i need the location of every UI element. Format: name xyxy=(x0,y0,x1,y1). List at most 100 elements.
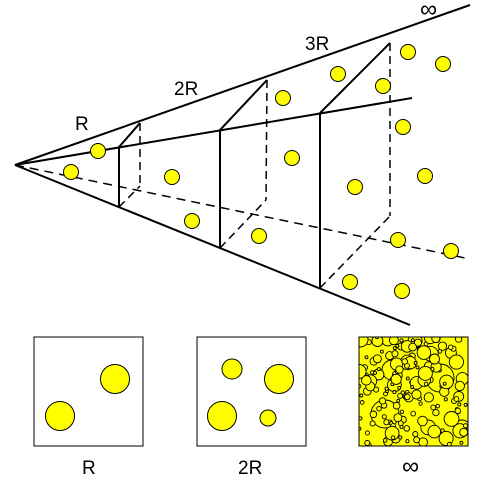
star-icon xyxy=(413,361,418,365)
panel-label-2r: 2R xyxy=(238,458,262,479)
section-3r xyxy=(319,42,391,289)
star-icon xyxy=(443,397,448,402)
star-icon xyxy=(100,364,130,394)
star-icon xyxy=(392,390,397,395)
star-icon xyxy=(397,385,402,390)
star-icon xyxy=(376,367,381,372)
star-icon xyxy=(264,364,294,394)
star-icon xyxy=(275,90,291,106)
star-icon xyxy=(63,164,79,180)
star-icon xyxy=(330,66,346,82)
cone-label-r: R xyxy=(75,114,89,135)
star-icon xyxy=(376,405,382,412)
star-icon xyxy=(383,419,390,426)
star-icon xyxy=(393,413,403,423)
star-icon xyxy=(443,411,460,427)
star-icon xyxy=(454,380,465,392)
panel-r xyxy=(33,336,144,447)
star-icon xyxy=(364,430,370,436)
star-icon xyxy=(45,401,75,431)
cone-edge-hidden xyxy=(14,164,466,259)
star-icon xyxy=(417,365,433,381)
star-icon xyxy=(284,150,300,166)
star-icon xyxy=(369,420,376,427)
star-icon xyxy=(392,346,397,351)
star-icon xyxy=(462,423,468,429)
star-icon xyxy=(463,402,468,407)
star-icon xyxy=(369,410,378,419)
star-icon xyxy=(443,243,459,259)
star-icon xyxy=(447,344,454,350)
star-icon xyxy=(413,338,422,347)
star-icon xyxy=(371,337,384,348)
star-icon xyxy=(435,56,451,72)
star-icon xyxy=(207,401,237,431)
star-icon xyxy=(394,283,410,299)
star-icon xyxy=(390,373,402,385)
star-icon xyxy=(375,78,391,94)
star-icon xyxy=(405,439,410,444)
star-icon xyxy=(364,440,371,446)
star-icon xyxy=(397,392,404,399)
star-icon xyxy=(410,338,415,343)
star-icon xyxy=(404,393,411,401)
star-icon xyxy=(399,409,405,414)
star-icon xyxy=(429,353,440,365)
star-icon xyxy=(397,420,404,427)
star-icon xyxy=(448,354,464,370)
star-icon xyxy=(364,355,369,360)
star-icon xyxy=(361,375,372,386)
star-icon xyxy=(184,213,200,229)
star-icon xyxy=(410,410,417,417)
panel-infinity xyxy=(358,336,469,447)
star-icon xyxy=(372,354,382,364)
infinity-star-field xyxy=(359,337,468,446)
star-icon xyxy=(454,337,463,343)
star-icon xyxy=(417,168,433,184)
star-icon xyxy=(454,407,462,415)
star-icon xyxy=(388,337,399,346)
cone-label-3r: 3R xyxy=(305,34,329,55)
star-icon xyxy=(342,274,358,290)
cone xyxy=(14,4,471,326)
star-icon xyxy=(164,169,180,185)
panel-2r xyxy=(196,336,307,447)
star-icon xyxy=(411,389,422,400)
star-icon xyxy=(423,381,429,387)
star-icon xyxy=(459,427,468,437)
star-icon xyxy=(403,425,411,432)
star-icon xyxy=(457,402,462,407)
star-icon xyxy=(459,440,464,445)
star-icon xyxy=(359,416,363,421)
star-icon xyxy=(401,358,408,365)
panel-r-frame xyxy=(33,336,144,447)
star-icon xyxy=(398,435,403,440)
star-icon xyxy=(251,228,267,244)
star-icon xyxy=(437,341,448,351)
star-icon xyxy=(442,381,447,386)
star-icon xyxy=(435,403,440,409)
star-icon xyxy=(372,370,378,375)
star-icon xyxy=(384,386,389,391)
star-icon xyxy=(415,365,420,370)
cone-label-2r: 2R xyxy=(174,79,198,100)
star-icon xyxy=(391,350,399,358)
star-icon xyxy=(396,398,401,403)
star-icon xyxy=(418,401,423,406)
star-icon xyxy=(430,404,437,411)
star-icon xyxy=(392,401,401,410)
star-icon xyxy=(259,409,277,427)
star-icon xyxy=(399,338,404,343)
star-icon xyxy=(395,343,400,348)
star-icon xyxy=(408,342,417,352)
star-icon xyxy=(390,232,406,248)
star-icon xyxy=(432,408,440,417)
star-icon xyxy=(431,337,441,344)
star-icon xyxy=(379,349,384,354)
panel-label-r: R xyxy=(82,458,96,479)
cone-edge-bottom xyxy=(14,164,411,326)
cone-edge-upper xyxy=(14,97,413,166)
star-icon xyxy=(381,414,387,420)
star-icon xyxy=(221,358,243,380)
